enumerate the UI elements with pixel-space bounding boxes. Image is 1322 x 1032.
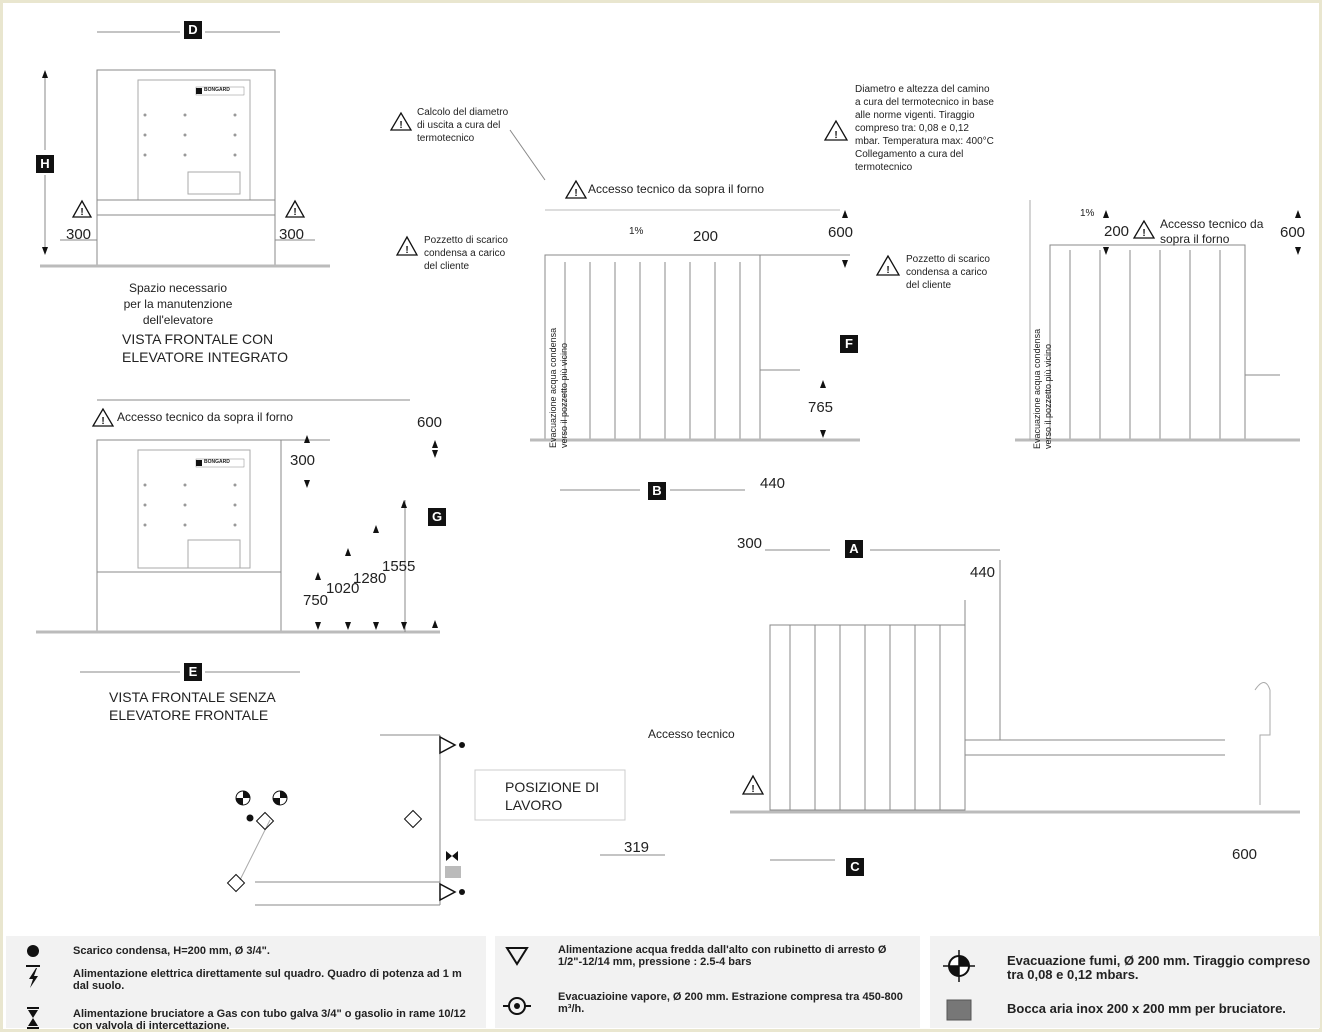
dim-1555: 1555 <box>382 558 416 575</box>
fumes-crosshair-icon <box>943 950 975 982</box>
legend-bocca-aria: Bocca aria inox 200 x 200 mm per bruciat… <box>1007 1001 1286 1016</box>
dim-slope-top: 1% <box>629 226 644 237</box>
badge-a: A <box>845 540 863 558</box>
view-title-con-elevatore: VISTA FRONTALE CON ELEVATORE INTEGRATO <box>122 331 288 365</box>
dim-slope-right: 1% <box>1080 208 1095 219</box>
dim-600-bottom: 600 <box>1232 846 1258 863</box>
svg-text:!: ! <box>405 245 408 256</box>
legend-panel-3 <box>930 936 1320 1028</box>
dim-440-top: 440 <box>760 475 786 492</box>
oven-front-elevator <box>96 69 276 267</box>
dim-300-left: 300 <box>66 226 92 243</box>
badge-g: G <box>428 508 446 526</box>
view-title-senza-elevatore: VISTA FRONTALE SENZA ELEVATORE FRONTALE <box>109 689 275 723</box>
note-accesso-right: Accesso tecnico da sopra il forno <box>1160 217 1264 246</box>
badge-f: F <box>840 335 858 353</box>
floor-plan-symbols <box>226 735 465 902</box>
dim-600-mid: 600 <box>417 414 443 431</box>
dot-icon <box>27 945 39 957</box>
legend-evacuazione-vapore: Evacuazioine vapore, Ø 200 mm. Estrazion… <box>558 991 903 1015</box>
legend-icons <box>26 945 975 1029</box>
dim-750: 750 <box>303 592 329 609</box>
note-spazio-manutenzione: Spazio necessario per la manutenzione de… <box>123 281 233 327</box>
svg-text:!: ! <box>293 207 296 218</box>
svg-text:!: ! <box>751 784 754 795</box>
dim-300-right: 300 <box>279 226 305 243</box>
badge-b: B <box>648 482 666 500</box>
dim-200-right: 200 <box>1104 223 1130 240</box>
oven-top-view <box>769 624 966 811</box>
svg-text:!: ! <box>101 416 104 427</box>
note-evacuazione-right: Evacuazione acqua condensa verso il pozz… <box>1032 328 1053 449</box>
badge-e: E <box>184 663 202 681</box>
air-grid-icon <box>946 999 972 1021</box>
warning-icon <box>71 111 1156 795</box>
note-evacuazione-left: Evacuazione acqua condensa verso il pozz… <box>548 327 569 448</box>
legend-evacuazione-fumi: Evacuazione fumi, Ø 200 mm. Tiraggio com… <box>1007 953 1311 982</box>
note-pozzetto-left: Pozzetto di scarico condensa a carico de… <box>424 235 508 272</box>
label-posizione-lavoro: POSIZIONE DI LAVORO <box>505 779 600 813</box>
oven-front-no-elevator <box>96 439 282 633</box>
note-calcolo-diametro: Calcolo del diametro di uscita a cura de… <box>417 107 509 144</box>
lightning-icon <box>26 965 40 988</box>
legend-panel-2 <box>495 936 920 1028</box>
svg-text:!: ! <box>574 188 577 199</box>
dim-600-right: 600 <box>1280 224 1306 241</box>
note-accesso-top: Accesso tecnico da sopra il forno <box>588 182 765 196</box>
svg-text:!: ! <box>834 130 837 141</box>
brand-logo: BONGARD <box>204 87 230 93</box>
note-pozzetto-right: Pozzetto di scarico condensa a carico de… <box>906 254 990 291</box>
legend-scarico-condensa: Scarico condensa, H=200 mm, Ø 3/4". <box>73 945 270 957</box>
badge-d: D <box>184 21 202 39</box>
dim-765: 765 <box>808 399 834 416</box>
steam-target-icon <box>503 997 531 1015</box>
legend-alimentazione-elettrica: Alimentazione elettrica direttamente sul… <box>73 968 462 992</box>
svg-text:!: ! <box>399 120 402 131</box>
legend-alimentazione-bruciatore: Alimentazione bruciatore a Gas con tubo … <box>73 1008 466 1032</box>
dim-440-a: 440 <box>970 564 996 581</box>
oven-side-view <box>544 254 761 441</box>
dim-200-top: 200 <box>693 228 719 245</box>
dim-1280: 1280 <box>353 570 387 587</box>
brand-logo: BONGARD <box>204 459 230 465</box>
dim-300-a: 300 <box>737 535 763 552</box>
svg-text:!: ! <box>80 207 83 218</box>
svg-text:!: ! <box>1142 228 1145 239</box>
dim-319: 319 <box>624 839 650 856</box>
badge-h: H <box>36 155 54 173</box>
legend-panel-1 <box>6 936 486 1028</box>
dim-300-mid: 300 <box>290 452 316 469</box>
note-accesso-mid: Accesso tecnico da sopra il forno <box>117 410 294 424</box>
gas-valve-icon <box>27 1007 39 1029</box>
dim-600-top: 600 <box>828 224 854 241</box>
note-accesso-tecnico: Accesso tecnico <box>648 727 735 741</box>
oven-right-side-view <box>1049 244 1246 441</box>
dim-1020: 1020 <box>326 580 360 597</box>
svg-text:!: ! <box>886 265 889 276</box>
water-triangle-icon <box>505 947 529 966</box>
note-diametro-camino: Diametro e altezza del camino a cura del… <box>855 84 994 173</box>
legend-acqua-fredda: Alimentazione acqua fredda dall'alto con… <box>558 944 887 968</box>
badge-c: C <box>846 858 864 876</box>
